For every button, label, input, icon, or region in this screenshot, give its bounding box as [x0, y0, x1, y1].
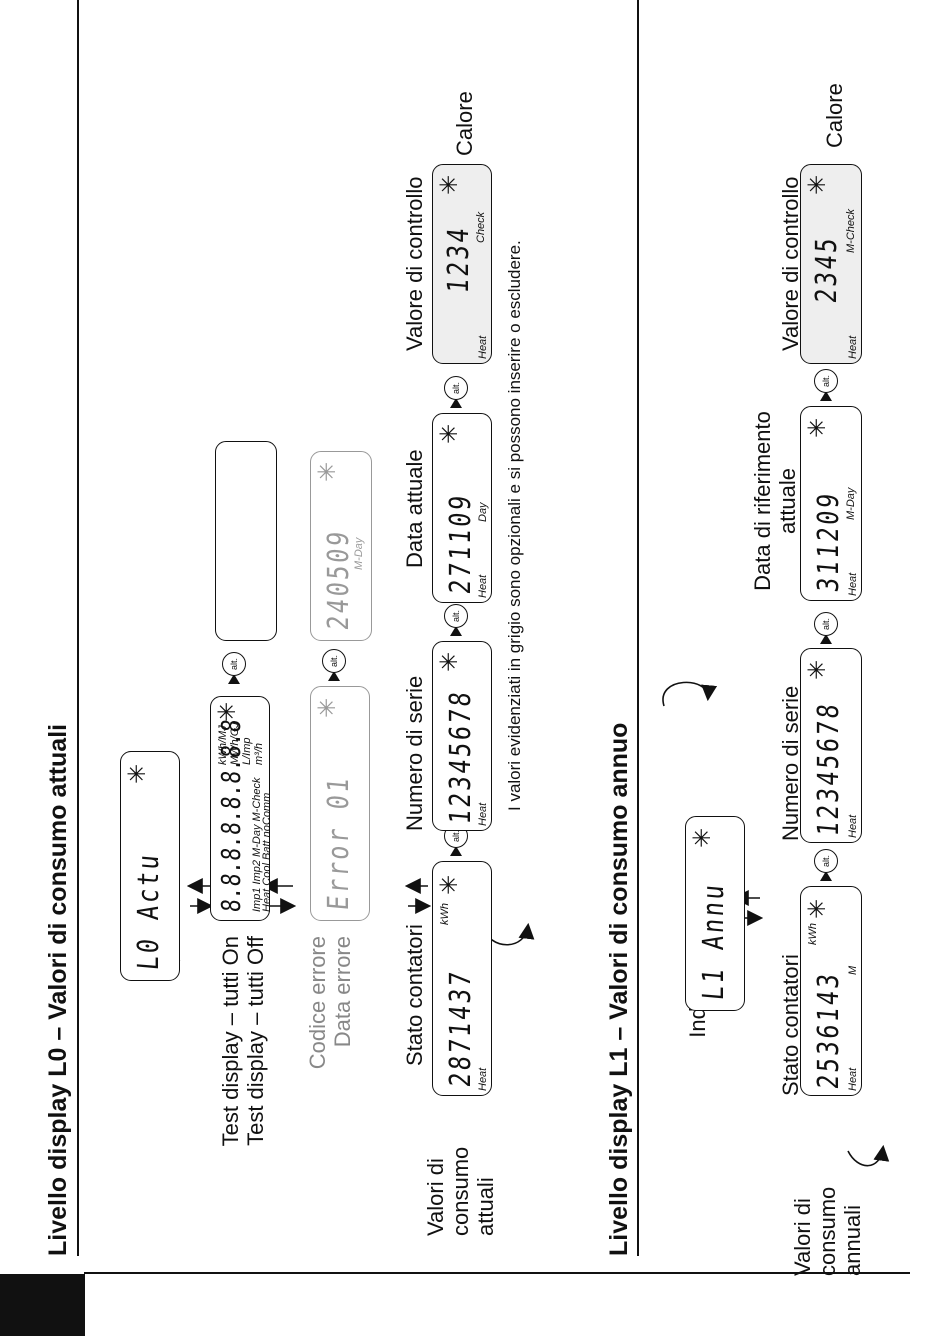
l1-meter-value: 2536143 — [811, 970, 845, 1091]
sparkle-icon: ✳ — [313, 697, 341, 718]
l0-serial-value: 12345678 — [443, 688, 477, 826]
l0-meter-value: 2871437 — [443, 968, 477, 1089]
l0-error-display: Error 01 ✳ — [310, 686, 370, 921]
sparkle-icon: ✳ — [803, 174, 831, 195]
l0-date-label: Data attuale — [402, 449, 427, 568]
l0-meter-label: Stato contatori — [402, 924, 427, 1066]
l1-serial-display: 12345678 Heat ✳ — [800, 648, 862, 843]
margin-rule — [84, 1272, 910, 1274]
sparkle-icon: ✳ — [803, 659, 831, 680]
l0-level-value: L0 Actu — [131, 851, 165, 972]
l0-serial-label: Numero di serie — [402, 675, 427, 831]
l0-level-display: L0 Actu ✳ — [120, 751, 180, 981]
page-corner-tab — [0, 1274, 85, 1336]
l0-note: I valori evidenziati in grigio sono opzi… — [505, 240, 524, 811]
l0-error-date-value: 240509 — [321, 527, 355, 632]
sparkle-icon: ✳ — [803, 898, 831, 919]
sparkle-icon: ✳ — [688, 827, 716, 848]
l0-error-value: Error 01 — [321, 774, 355, 912]
sparkle-icon: ✳ — [803, 417, 831, 438]
sparkle-icon: ✳ — [313, 461, 341, 482]
l1-level-value: L1 Annu — [696, 881, 730, 1002]
l0-serial-display: 12345678 Heat ✳ — [432, 641, 492, 831]
l0-test-display-blank — [215, 441, 277, 641]
l0-check-value: 1234 — [441, 224, 475, 295]
sparkle-icon: ✳ — [435, 874, 463, 895]
l0-check-label: Valore di controllo — [402, 176, 427, 351]
l1-meter-display: 2536143 Heat M kWh ✳ — [800, 886, 862, 1096]
l0-title: Livello display L0 – Valori di consumo a… — [44, 723, 72, 1256]
l1-level-display: L1 Annu ✳ — [685, 816, 745, 1011]
sparkle-icon: ✳ — [213, 701, 241, 722]
alt-button[interactable]: alt. — [444, 376, 468, 400]
l0-error-date-display: 240509 M-Day ✳ — [310, 451, 372, 641]
l1-check-value: 2345 — [809, 234, 843, 305]
sparkle-icon: ✳ — [435, 174, 463, 195]
l0-test-display: 8.8.8.8.8.8.8.8 Imp1 Imp2 M-Day M-Check … — [210, 696, 273, 921]
l0-check-display: 1234 Heat Check ✳ — [432, 164, 492, 364]
l0-date-display: 271109 Heat Day ✳ — [432, 413, 492, 603]
l1-rule — [637, 0, 639, 1256]
l1-refdate-display: 311209 Heat M-Day ✳ — [800, 406, 862, 601]
sparkle-icon: ✳ — [123, 763, 151, 784]
l1-check-display: 2345 Heat M-Check ✳ — [800, 164, 862, 364]
alt-button[interactable]: alt. — [444, 604, 468, 628]
l0-meter-display: 2871437 Heat kWh ✳ — [432, 861, 492, 1096]
alt-button[interactable]: alt. — [222, 652, 246, 676]
l0-rule — [77, 0, 79, 1256]
alt-button[interactable]: alt. — [814, 849, 838, 873]
l1-calore-label: Calore — [822, 83, 847, 148]
l0-calore-label: Calore — [452, 91, 477, 156]
l1-serial-value: 12345678 — [811, 700, 845, 838]
alt-button[interactable]: alt. — [322, 649, 346, 673]
l1-title: Livello display L1 – Valori di consumo a… — [605, 722, 633, 1256]
sparkle-icon: ✳ — [435, 651, 463, 672]
alt-button[interactable]: alt. — [814, 612, 838, 636]
l0-date-value: 271109 — [443, 491, 477, 596]
alt-button[interactable]: alt. — [814, 369, 838, 393]
sparkle-icon: ✳ — [435, 423, 463, 444]
l1-refdate-value: 311209 — [811, 489, 845, 594]
